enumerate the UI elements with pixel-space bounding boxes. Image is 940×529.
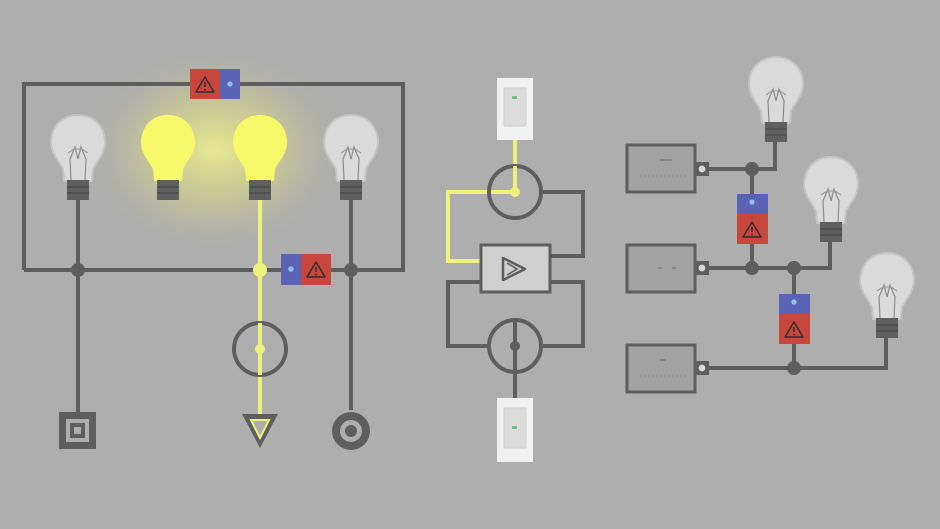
fuse-middle[interactable] [281, 254, 331, 285]
left-circuit [22, 45, 405, 450]
switch-indicator [512, 96, 517, 99]
junction-node [787, 261, 801, 275]
dial-top[interactable] [487, 164, 543, 220]
switch-indicator [512, 426, 517, 429]
bulb-5[interactable] [748, 56, 804, 143]
battery-2[interactable] [625, 243, 709, 294]
junction-node [745, 162, 759, 176]
middle-wires [446, 190, 585, 400]
bulb-6[interactable] [803, 156, 859, 243]
amplifier-gate[interactable] [479, 243, 552, 294]
fuse-right-2[interactable] [779, 294, 810, 344]
junction-node [253, 263, 267, 277]
junction-node [71, 263, 85, 277]
junction-node [745, 261, 759, 275]
junction-node [344, 263, 358, 277]
right-circuit [625, 56, 915, 394]
switch-bottom[interactable] [497, 398, 533, 462]
triangle-terminal[interactable] [242, 414, 278, 448]
light-glow [80, 45, 350, 255]
bulb-7[interactable] [859, 252, 915, 339]
powered-wire-middle [446, 138, 517, 263]
left-wires [22, 82, 405, 420]
round-terminal[interactable] [332, 412, 370, 450]
junction-node [787, 361, 801, 375]
middle-circuit [446, 78, 585, 462]
battery-3[interactable] [625, 343, 709, 394]
dial-bottom[interactable] [487, 318, 543, 374]
switch-top[interactable] [497, 78, 533, 140]
fuse-right-1[interactable] [737, 194, 768, 244]
square-terminal[interactable] [59, 412, 96, 449]
fuse-top[interactable] [190, 69, 240, 99]
battery-1[interactable] [625, 143, 709, 194]
dial-left[interactable] [232, 321, 288, 377]
